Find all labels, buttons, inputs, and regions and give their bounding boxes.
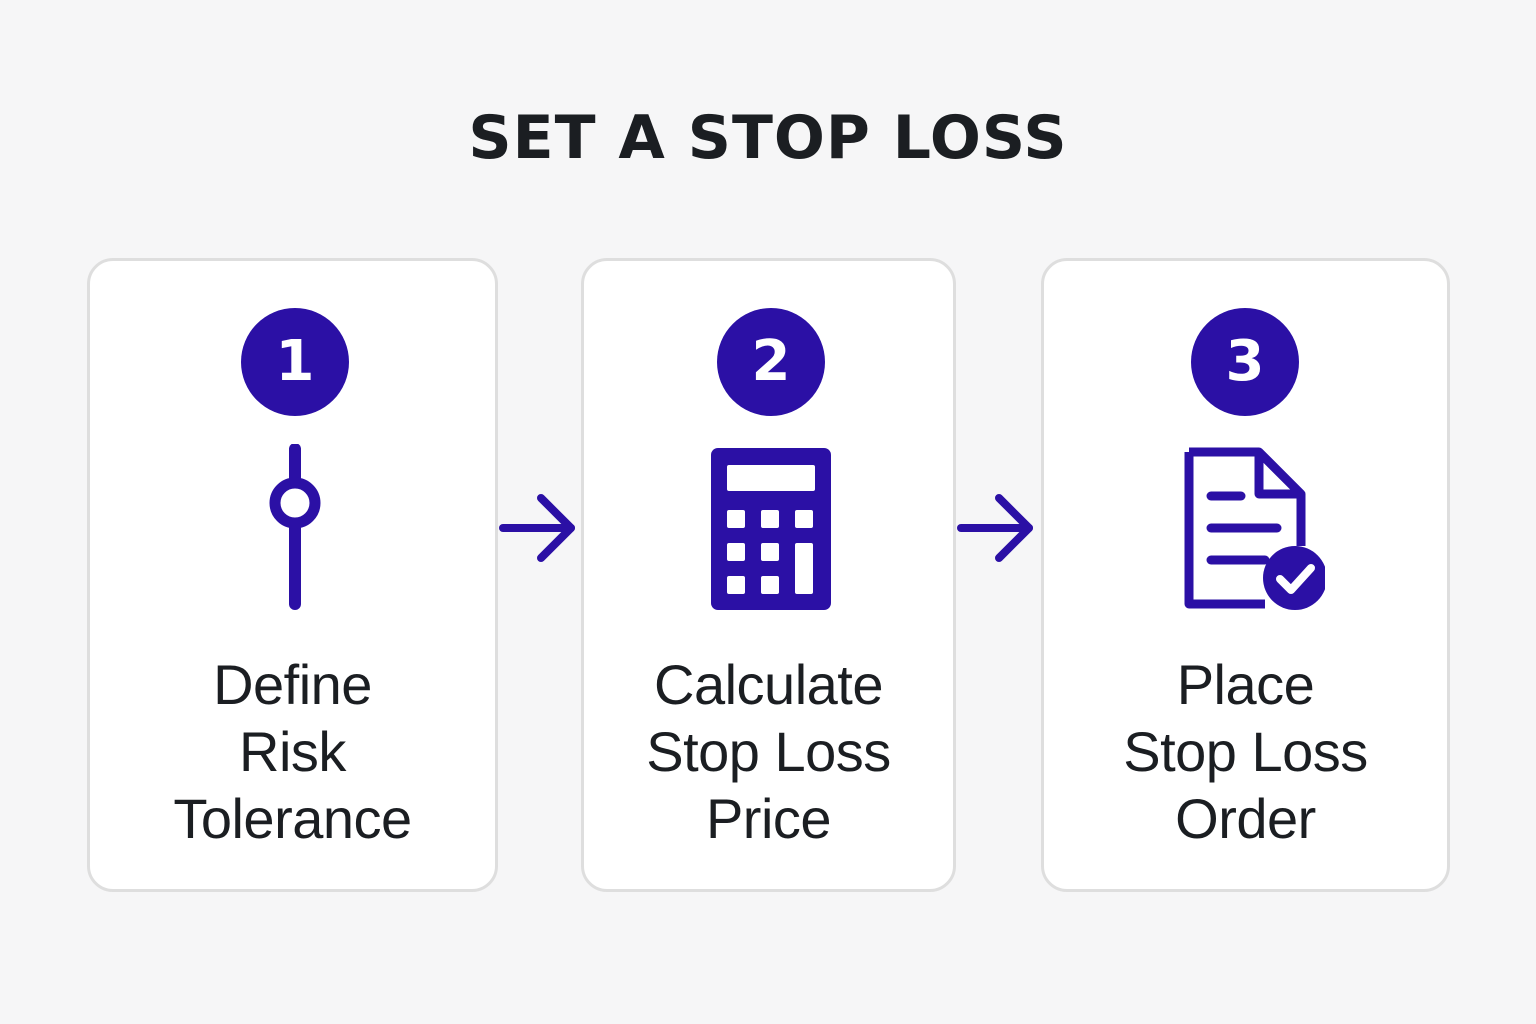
step-label-line: Place [1176, 653, 1315, 716]
step-number-badge: 3 [1191, 308, 1299, 416]
step-label-line: Tolerance [173, 787, 412, 850]
step-label: Calculate Stop Loss Price [584, 651, 953, 852]
step-number-badge: 2 [717, 308, 825, 416]
step-label-line: Define [213, 653, 372, 716]
step-label-line: Order [1175, 787, 1316, 850]
step-label: Place Stop Loss Order [1044, 651, 1447, 852]
step-label-line: Stop Loss [1123, 720, 1368, 783]
step-card-2: 2 Calculate Stop Loss Price [581, 258, 956, 892]
step-card-3: 3 Place Stop Loss Order [1041, 258, 1450, 892]
step-label-line: Risk [239, 720, 346, 783]
step-label: Define Risk Tolerance [90, 651, 495, 852]
slider-icon [215, 444, 375, 610]
step-label-line: Stop Loss [646, 720, 891, 783]
calculator-icon [691, 444, 851, 610]
document-check-icon [1165, 444, 1325, 610]
arrow-right-icon [497, 488, 581, 568]
step-label-line: Calculate [654, 653, 883, 716]
step-number-badge: 1 [241, 308, 349, 416]
step-label-line: Price [705, 787, 832, 850]
page-title: SET A STOP LOSS [468, 103, 1068, 173]
step-card-1: 1 Define Risk Tolerance [87, 258, 498, 892]
arrow-right-icon [955, 488, 1039, 568]
